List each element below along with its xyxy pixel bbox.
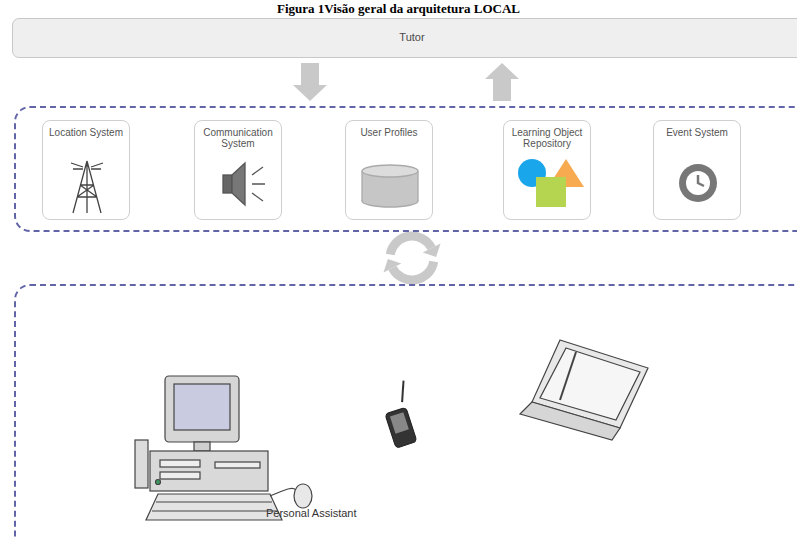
- laptop-device: [520, 340, 648, 440]
- node-label: User Profiles: [346, 121, 432, 138]
- speaker-icon: [195, 155, 283, 215]
- connector-arrow: [383, 236, 440, 280]
- connector-arrow: [293, 63, 327, 101]
- node-label: Learning Object Repository: [504, 121, 590, 149]
- connector-arrow: [485, 63, 519, 101]
- node-label: Tutor: [13, 19, 797, 43]
- shapes-icon: [504, 155, 592, 215]
- cylinder-icon: [346, 155, 434, 215]
- service-box: Event System: [653, 120, 741, 220]
- services-region: Location System Communication System User …: [14, 106, 797, 232]
- node-label: Location System: [43, 121, 129, 138]
- devices-region: Personal Assistant: [14, 284, 797, 537]
- service-box: Location System: [42, 120, 130, 220]
- node-label: Event System: [654, 121, 740, 138]
- service-box: Learning Object Repository: [503, 120, 591, 220]
- tutor-band: Tutor: [12, 18, 797, 58]
- node-label: Communication System: [195, 121, 281, 149]
- clock-icon: [654, 155, 742, 215]
- service-box: Communication System: [194, 120, 282, 220]
- figure-title: Figura 1Visão geral da arquitetura LOCAL: [0, 1, 797, 17]
- tower-icon: [43, 155, 131, 215]
- node-label: Personal Assistant: [266, 507, 357, 519]
- desktop-computer: [135, 376, 312, 520]
- pda-device: [377, 381, 423, 449]
- service-box: User Profiles: [345, 120, 433, 220]
